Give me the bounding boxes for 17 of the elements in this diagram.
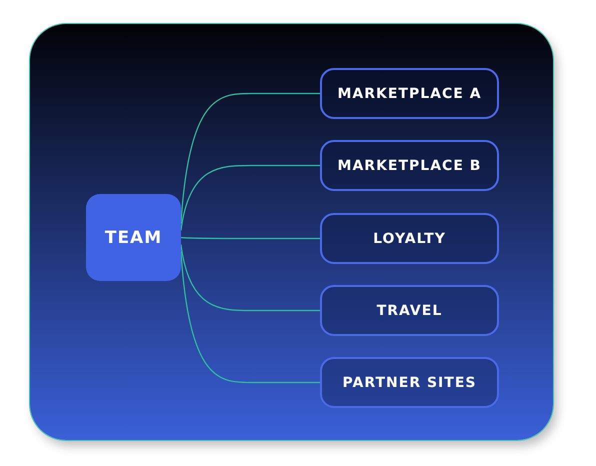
node-label: LOYALTY [373,230,446,246]
node-label: MARKETPLACE B [338,158,482,174]
category-box [320,140,499,191]
connector-line [180,251,320,384]
node-label: TEAM [104,228,162,248]
node-label: TRAVEL [376,302,442,318]
category-box [320,68,499,119]
category-box [320,213,499,264]
connector-line [180,164,320,231]
team-box [86,194,181,281]
node-label: PARTNER SITES [342,374,476,390]
connector-line [180,236,320,240]
connector-line [180,244,320,312]
category-box [320,285,499,336]
node-label: MARKETPLACE A [337,86,482,102]
category-box [320,357,499,408]
connector-line [180,92,320,224]
